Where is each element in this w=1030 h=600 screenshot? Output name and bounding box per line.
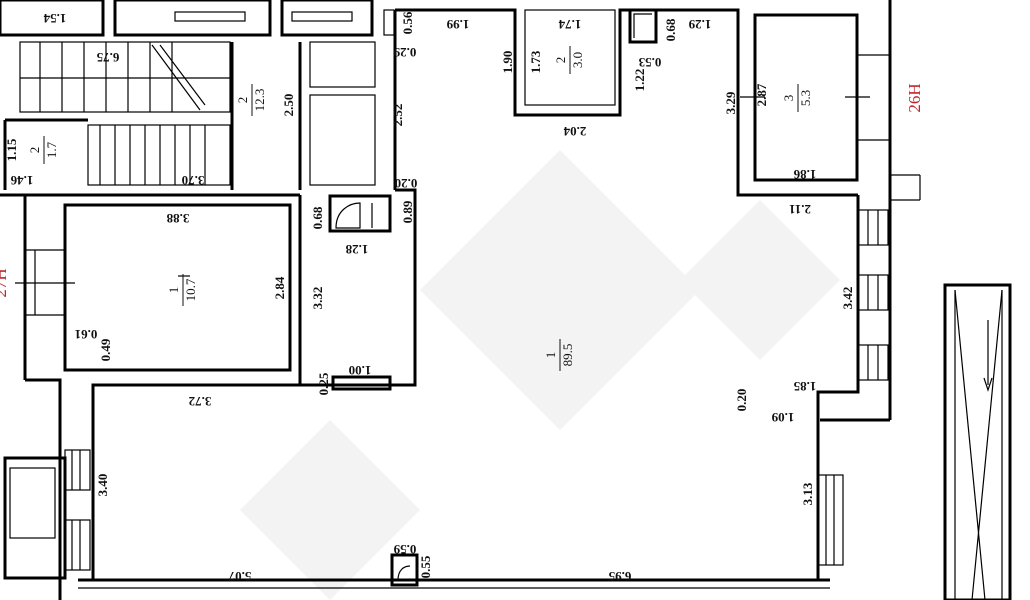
dim-label: 1.99: [446, 17, 469, 32]
room-label-right: 3 5.3: [781, 84, 813, 112]
room-labels: 1 89.5 1 10.7 2 3.0 3 5.3 2 12.3 2 1.7: [27, 46, 813, 371]
fixtures: [328, 194, 419, 587]
room-label-stairs: 2 12.3: [235, 84, 267, 116]
dim-label: 0.61: [75, 327, 98, 342]
room-label-small: 2 1.7: [27, 136, 59, 164]
dim-label: 0.68: [663, 18, 678, 41]
svg-text:2: 2: [553, 57, 568, 64]
left-room: [15, 203, 292, 372]
svg-text:5.3: 5.3: [798, 90, 813, 106]
dim-label: 1.22: [632, 69, 647, 92]
dim-label: 1.28: [345, 242, 368, 257]
dim-label: 1.09: [771, 410, 794, 425]
right-windows: [817, 209, 889, 566]
dim-label: 0.29: [393, 45, 416, 60]
svg-text:2: 2: [27, 147, 42, 154]
dim-label: 1.54: [43, 11, 66, 26]
dim-label: 3.13: [800, 482, 815, 505]
dim-label: 0.20: [734, 389, 749, 412]
svg-text:1: 1: [543, 352, 558, 359]
dim-label: 2.52: [390, 104, 405, 127]
dim-label: 1.00: [349, 363, 372, 378]
dim-label: 3.42: [840, 287, 855, 310]
watermark: [240, 150, 840, 600]
dim-label: 3.70: [182, 173, 205, 188]
top-room: [524, 8, 658, 106]
svg-text:1: 1: [166, 287, 181, 294]
svg-text:1.7: 1.7: [44, 141, 59, 158]
dim-label: 1.90: [500, 51, 515, 74]
dim-label: 5.07: [228, 569, 251, 584]
dim-label: 1.74: [558, 17, 581, 32]
svg-text:10.7: 10.7: [183, 278, 198, 301]
dim-label: 3.32: [310, 287, 325, 310]
left-entry: [3, 449, 91, 580]
staircase: [0, 0, 395, 190]
dim-label: 0.68: [310, 206, 325, 229]
dim-label: 2.50: [281, 94, 296, 117]
dim-label: 3.88: [166, 211, 189, 226]
dim-label: 0.59: [393, 542, 416, 557]
dim-label: 1.15: [4, 138, 19, 161]
dim-label: 6.95: [608, 569, 631, 584]
svg-text:12.3: 12.3: [252, 89, 267, 112]
dim-label: 3.40: [95, 474, 110, 497]
svg-text:2: 2: [235, 97, 250, 104]
walls: [0, 0, 892, 600]
svg-text:89.5: 89.5: [560, 344, 575, 367]
dim-label: 3.72: [189, 394, 212, 409]
dim-label: 1.29: [688, 17, 711, 32]
dim-label: 2.11: [789, 202, 811, 217]
dim-label: 1.86: [793, 167, 816, 182]
room-label-left: 1 10.7: [166, 274, 198, 306]
dim-label: 3.29: [723, 91, 738, 114]
dim-label: 2.84: [272, 276, 287, 299]
building-annotations: 26Н 27Н: [0, 83, 924, 297]
svg-text:3: 3: [781, 95, 796, 102]
dim-label: 0.20: [395, 176, 418, 191]
dim-label: 1.85: [793, 379, 816, 394]
building-label-left: 27Н: [0, 268, 10, 297]
svg-text:3.0: 3.0: [570, 52, 585, 68]
dim-label: 1.46: [10, 173, 33, 188]
dim-label: 0.53: [638, 55, 661, 70]
dim-label: 2.87: [754, 83, 769, 106]
dimension-labels: 1.54 6.75 0.56 0.29 1.99 1.74 1.29 0.68 …: [4, 11, 855, 584]
dim-label: 0.56: [400, 11, 415, 34]
room-label-top: 2 3.0: [553, 46, 585, 74]
dim-label: 6.75: [96, 50, 119, 65]
dim-label: 0.25: [316, 372, 331, 395]
building-label-right: 26Н: [905, 83, 924, 112]
dim-label: 0.89: [400, 200, 415, 223]
dim-label: 0.55: [418, 555, 433, 578]
dim-label: 0.49: [98, 338, 113, 361]
room-label-main: 1 89.5: [543, 339, 575, 371]
right-room: [740, 13, 921, 201]
dim-label: 1.73: [528, 50, 543, 73]
dim-label: 2.04: [563, 124, 586, 139]
shaft: [943, 283, 1012, 600]
